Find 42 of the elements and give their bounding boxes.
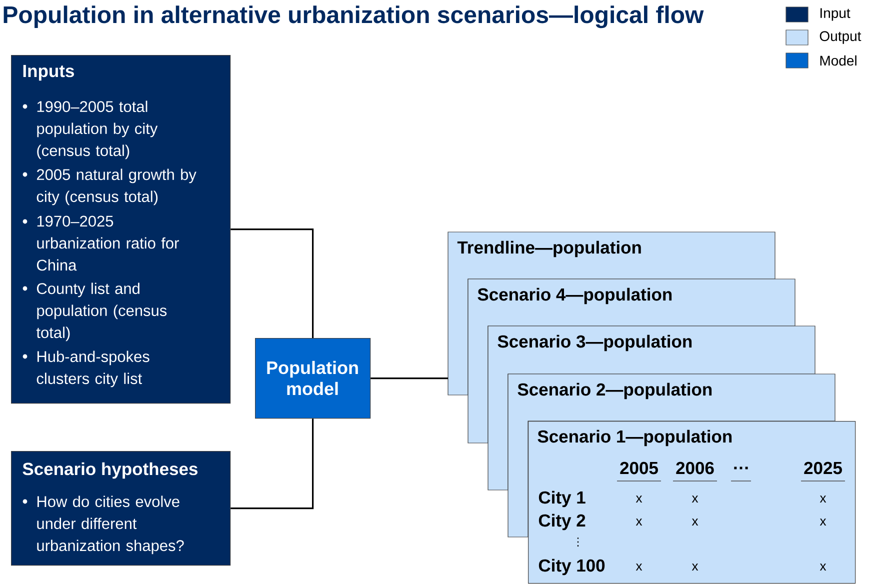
bullet-item: Hub-and-spokes clusters city list bbox=[22, 350, 150, 388]
input-box bbox=[11, 451, 231, 566]
row-label: City 1 bbox=[538, 490, 586, 508]
panel-title: Trendline—population bbox=[457, 240, 641, 258]
bullet-item: County list and population (census total) bbox=[22, 282, 167, 342]
bullet-item: 2005 natural growth by city (census total) bbox=[22, 168, 196, 206]
table-value: x bbox=[820, 564, 826, 570]
column-header: 2005 bbox=[616, 462, 662, 482]
continuation-mark: ⋮ bbox=[577, 538, 579, 546]
table-value: x bbox=[636, 518, 642, 526]
table-value: x bbox=[692, 564, 698, 570]
panel-title: Scenario 3—population bbox=[498, 334, 692, 352]
legend-label: Output bbox=[820, 31, 862, 44]
bullet-item: 1990–2005 total population by city (census total) bbox=[22, 100, 158, 160]
row-label: City 2 bbox=[538, 514, 586, 530]
legend-label: Model bbox=[820, 55, 856, 66]
column-header: … bbox=[730, 466, 752, 482]
output-panel bbox=[528, 421, 856, 584]
table-value: x bbox=[636, 496, 642, 502]
title: Population in alternative urbanization scenarios—logical flow bbox=[4, 6, 704, 28]
box-label: Population model bbox=[267, 360, 358, 396]
box-heading: Inputs bbox=[23, 64, 74, 81]
model-box bbox=[255, 338, 371, 419]
connector-line bbox=[230, 418, 314, 510]
input-box bbox=[11, 55, 231, 404]
legend-label: Input bbox=[820, 8, 850, 21]
bullet-item: 1970–2025 urbanization ratio for China bbox=[22, 216, 179, 271]
table-value: x bbox=[692, 518, 698, 526]
panel-title: Scenario 2—population bbox=[518, 382, 712, 400]
column-header: 2006 bbox=[672, 462, 718, 482]
connector-line bbox=[230, 228, 314, 338]
table-value: x bbox=[692, 496, 698, 502]
panel-title: Scenario 1—population bbox=[538, 430, 732, 446]
table-value: x bbox=[820, 518, 826, 526]
box-heading: Scenario hypotheses bbox=[22, 462, 198, 479]
column-header: 2025 bbox=[800, 462, 846, 482]
row-label: City 100 bbox=[538, 558, 605, 576]
connector-line bbox=[370, 378, 448, 380]
table-value: x bbox=[820, 496, 826, 502]
panel-title: Scenario 4—population bbox=[478, 288, 672, 304]
bullet-item: How do cities evolve under different urbanization shapes? bbox=[22, 496, 184, 554]
table-value: x bbox=[636, 564, 642, 570]
